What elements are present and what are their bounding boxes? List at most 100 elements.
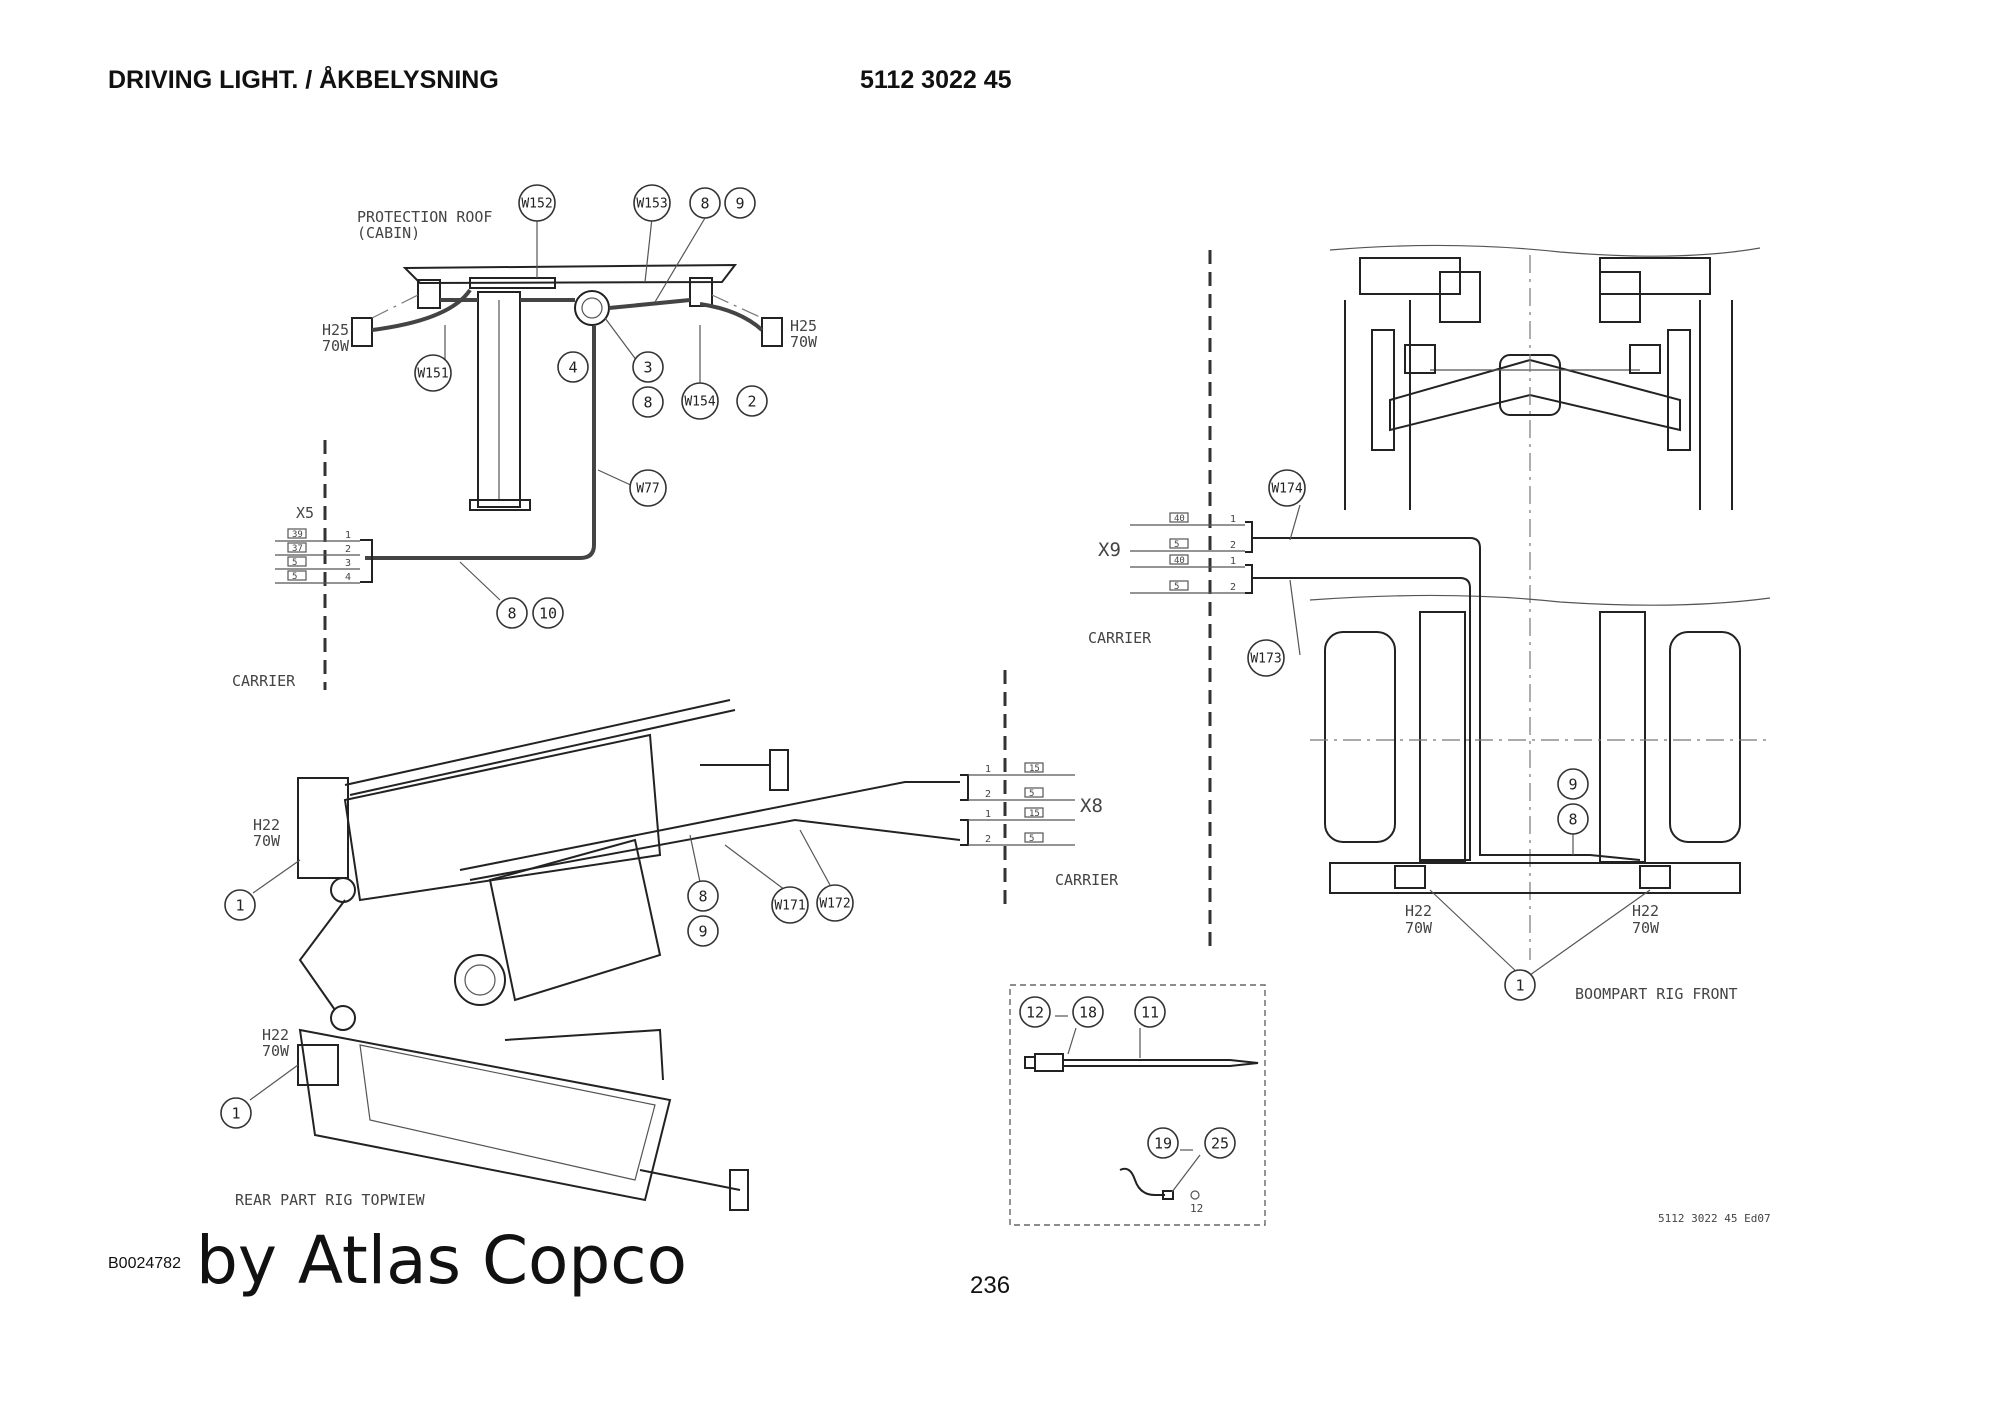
h25-left-watt: 70W xyxy=(322,337,350,355)
roof-plate xyxy=(402,263,738,285)
callout-12-text: 12 xyxy=(1026,1004,1044,1022)
x8-rows-pin: 2 xyxy=(985,834,991,845)
callout-9-roof-text: 9 xyxy=(735,195,744,213)
x8-rows-box xyxy=(1024,832,1044,843)
x5-rows-wire-no: 39 xyxy=(292,530,303,540)
boom-body xyxy=(343,733,662,902)
h22-front-right-watt: 70W xyxy=(1632,919,1660,937)
front-bumper xyxy=(1329,862,1741,894)
h22-rear-upper-label: H22 xyxy=(253,816,280,834)
callout-11-text: 11 xyxy=(1141,1004,1159,1022)
callout-11: 11 xyxy=(1134,996,1166,1028)
x5-rows-pin: 3 xyxy=(345,558,351,569)
callout-1-front-text: 1 xyxy=(1515,977,1524,995)
x5-rows-wire-no: 37 xyxy=(292,544,303,554)
page-number: 236 xyxy=(970,1272,1011,1299)
callout-8-x5: 8 xyxy=(496,597,528,629)
callout-4: 4 xyxy=(557,351,589,383)
callout-19: 19 xyxy=(1147,1127,1179,1159)
x5-rows-wire-no: 5 xyxy=(292,572,297,582)
x5-rows-box xyxy=(287,570,307,581)
callout-9-rear: 9 xyxy=(687,915,719,947)
wheel-right xyxy=(1669,631,1741,843)
callout-3-text: 3 xyxy=(643,359,652,377)
callout-25: 25 xyxy=(1204,1127,1236,1159)
callout-9-roof: 9 xyxy=(724,187,756,219)
callout-8-front-text: 8 xyxy=(1568,811,1577,829)
x9-rows-box xyxy=(1169,554,1189,565)
cable-w171 xyxy=(459,781,960,871)
cable-w77 xyxy=(365,326,596,560)
lamp-front-left xyxy=(1404,344,1436,374)
callout-w151-text: W151 xyxy=(417,367,448,382)
callout-w153-text: W153 xyxy=(636,197,667,212)
x9-rows-pin: 1 xyxy=(1230,514,1236,525)
callout-w154: W154 xyxy=(681,382,719,420)
h22-front-left-label: H22 xyxy=(1405,902,1432,920)
cable-w172 xyxy=(469,818,961,881)
x9-rows-box xyxy=(1169,538,1189,549)
edition-label: 5112 3022 45 Ed07 xyxy=(1658,1212,1771,1225)
callout-w173-text: W173 xyxy=(1250,652,1281,667)
callout-10: 10 xyxy=(532,597,564,629)
callout-19-text: 19 xyxy=(1154,1135,1172,1153)
callout-w174: W174 xyxy=(1268,469,1306,507)
x8-rows-wire-no: 5 xyxy=(1029,789,1034,799)
callout-w171: W171 xyxy=(771,886,809,924)
x5-rows-box xyxy=(287,528,307,539)
callout-9-front-text: 9 xyxy=(1568,776,1577,794)
h22-front-right-label: H22 xyxy=(1632,902,1659,920)
callout-8-x5-text: 8 xyxy=(507,605,516,623)
callout-w153: W153 xyxy=(633,184,671,222)
h22-rear-lower-watt: 70W xyxy=(262,1042,290,1060)
x8-rows-wire-no: 5 xyxy=(1029,834,1034,844)
x8-rows-box xyxy=(1024,762,1044,773)
h25-right-label: H25 xyxy=(790,317,817,335)
boom-rail xyxy=(344,699,731,786)
callout-w171-text: W171 xyxy=(774,899,805,914)
protection-roof-label: PROTECTION ROOF xyxy=(357,208,492,226)
callout-w77: W77 xyxy=(629,469,667,507)
x8-rows-wire-no: 15 xyxy=(1029,764,1040,774)
x8-rows-pin: 1 xyxy=(985,809,991,820)
callout-1-rear-lower: 1 xyxy=(220,1097,252,1129)
lamp-front-right xyxy=(1629,344,1661,374)
rear-part-label: REAR PART RIG TOPWIEW xyxy=(235,1191,426,1209)
h22-front-left-watt: 70W xyxy=(1405,919,1433,937)
part-number: 5112 3022 45 xyxy=(860,66,1012,94)
x9-rows-box xyxy=(1169,512,1189,523)
callout-25-text: 25 xyxy=(1211,1135,1229,1153)
callout-4-text: 4 xyxy=(568,359,577,377)
brand-watermark: by Atlas Copco xyxy=(196,1222,687,1299)
callout-8-roof: 8 xyxy=(689,187,721,219)
callout-2-text: 2 xyxy=(747,393,756,411)
x5-rows-pin: 2 xyxy=(345,544,351,555)
callout-8-roof-text: 8 xyxy=(700,195,709,213)
lamp-h25-left xyxy=(351,317,373,347)
h25-left-label: H25 xyxy=(322,321,349,339)
page-title: DRIVING LIGHT. / ÅKBELYSNING xyxy=(108,66,499,94)
x9-rows-wire-no: 40 xyxy=(1174,556,1185,566)
roof-pillar xyxy=(477,291,521,508)
callout-1-front: 1 xyxy=(1504,969,1536,1001)
callout-9-rear-text: 9 xyxy=(698,923,707,941)
callout-w173: W173 xyxy=(1247,639,1285,677)
callout-w77-text: W77 xyxy=(636,482,659,497)
lamp-rear-upper xyxy=(297,777,349,879)
callout-9-front: 9 xyxy=(1557,768,1589,800)
image-id: B0024782 xyxy=(108,1255,181,1272)
x9-label: X9 xyxy=(1098,539,1121,561)
callout-w174-text: W174 xyxy=(1271,482,1302,497)
wheel-left xyxy=(1324,631,1396,843)
x8-rows-box xyxy=(1024,807,1044,818)
callout-w172: W172 xyxy=(816,884,854,922)
callout-1-rear-upper-text: 1 xyxy=(235,897,244,915)
callout-10-text: 10 xyxy=(539,605,557,623)
callout-w154-text: W154 xyxy=(684,395,715,410)
